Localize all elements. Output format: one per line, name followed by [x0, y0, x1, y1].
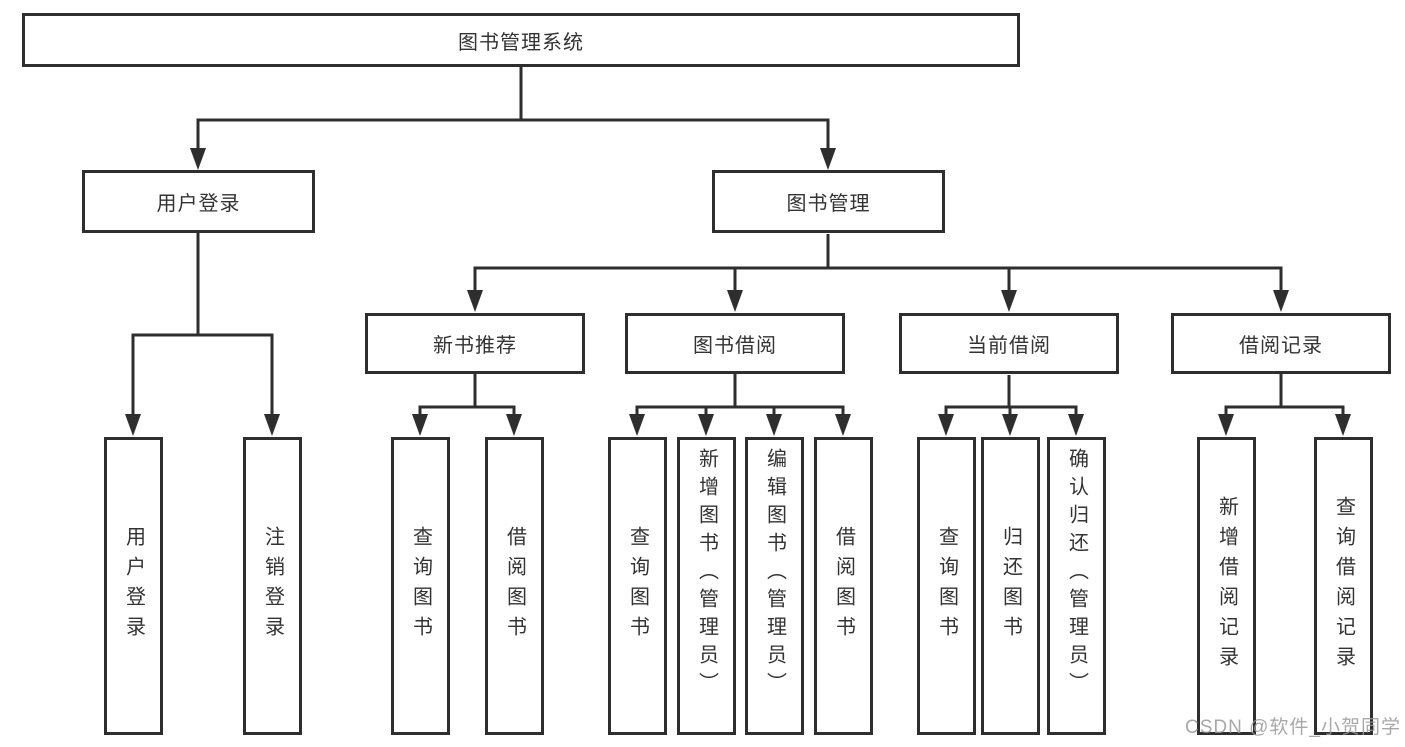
node-new-book-recommend: 新书推荐	[365, 313, 585, 374]
leaf-user-login: 用户登录	[104, 437, 163, 735]
csdn-watermark: CSDN @软件_小贺同学	[1185, 717, 1401, 738]
connector-root-to-level2	[190, 67, 836, 170]
connector-current-borrow-to-leaves	[938, 375, 1084, 436]
leaf-query-borrow-record: 查询借阅记录	[1314, 437, 1373, 735]
leaf-add-books-admin: 新增图书（管理员）	[677, 437, 736, 735]
leaf-return-books: 归还图书	[981, 437, 1040, 735]
node-current-borrow: 当前借阅	[899, 313, 1119, 374]
leaf-borrow-books-recommend: 借阅图书	[485, 437, 544, 735]
connector-book-management-to-level3	[467, 234, 1289, 312]
leaf-add-borrow-record: 新增借阅记录	[1197, 437, 1256, 735]
connector-book-borrow-to-leaves	[629, 374, 851, 436]
leaf-borrow-books: 借阅图书	[814, 437, 873, 735]
leaf-query-books-current: 查询图书	[917, 437, 976, 735]
node-book-borrow: 图书借阅	[625, 313, 845, 374]
leaf-edit-books-admin: 编辑图书（管理员）	[745, 437, 804, 735]
leaf-confirm-return-admin: 确认归还（管理员）	[1047, 437, 1106, 735]
leaf-logout: 注销登录	[243, 437, 302, 735]
node-root: 图书管理系统	[22, 13, 1020, 67]
leaf-query-books-borrow: 查询图书	[608, 437, 667, 735]
node-borrow-record: 借阅记录	[1171, 313, 1391, 374]
connector-borrow-record-to-leaves	[1218, 374, 1351, 436]
connector-user-login-to-leaves	[125, 233, 280, 436]
node-book-management: 图书管理	[712, 170, 945, 233]
node-user-login: 用户登录	[82, 170, 315, 233]
leaf-query-books-recommend: 查询图书	[391, 437, 450, 735]
connector-new-book-to-leaves	[412, 374, 522, 436]
